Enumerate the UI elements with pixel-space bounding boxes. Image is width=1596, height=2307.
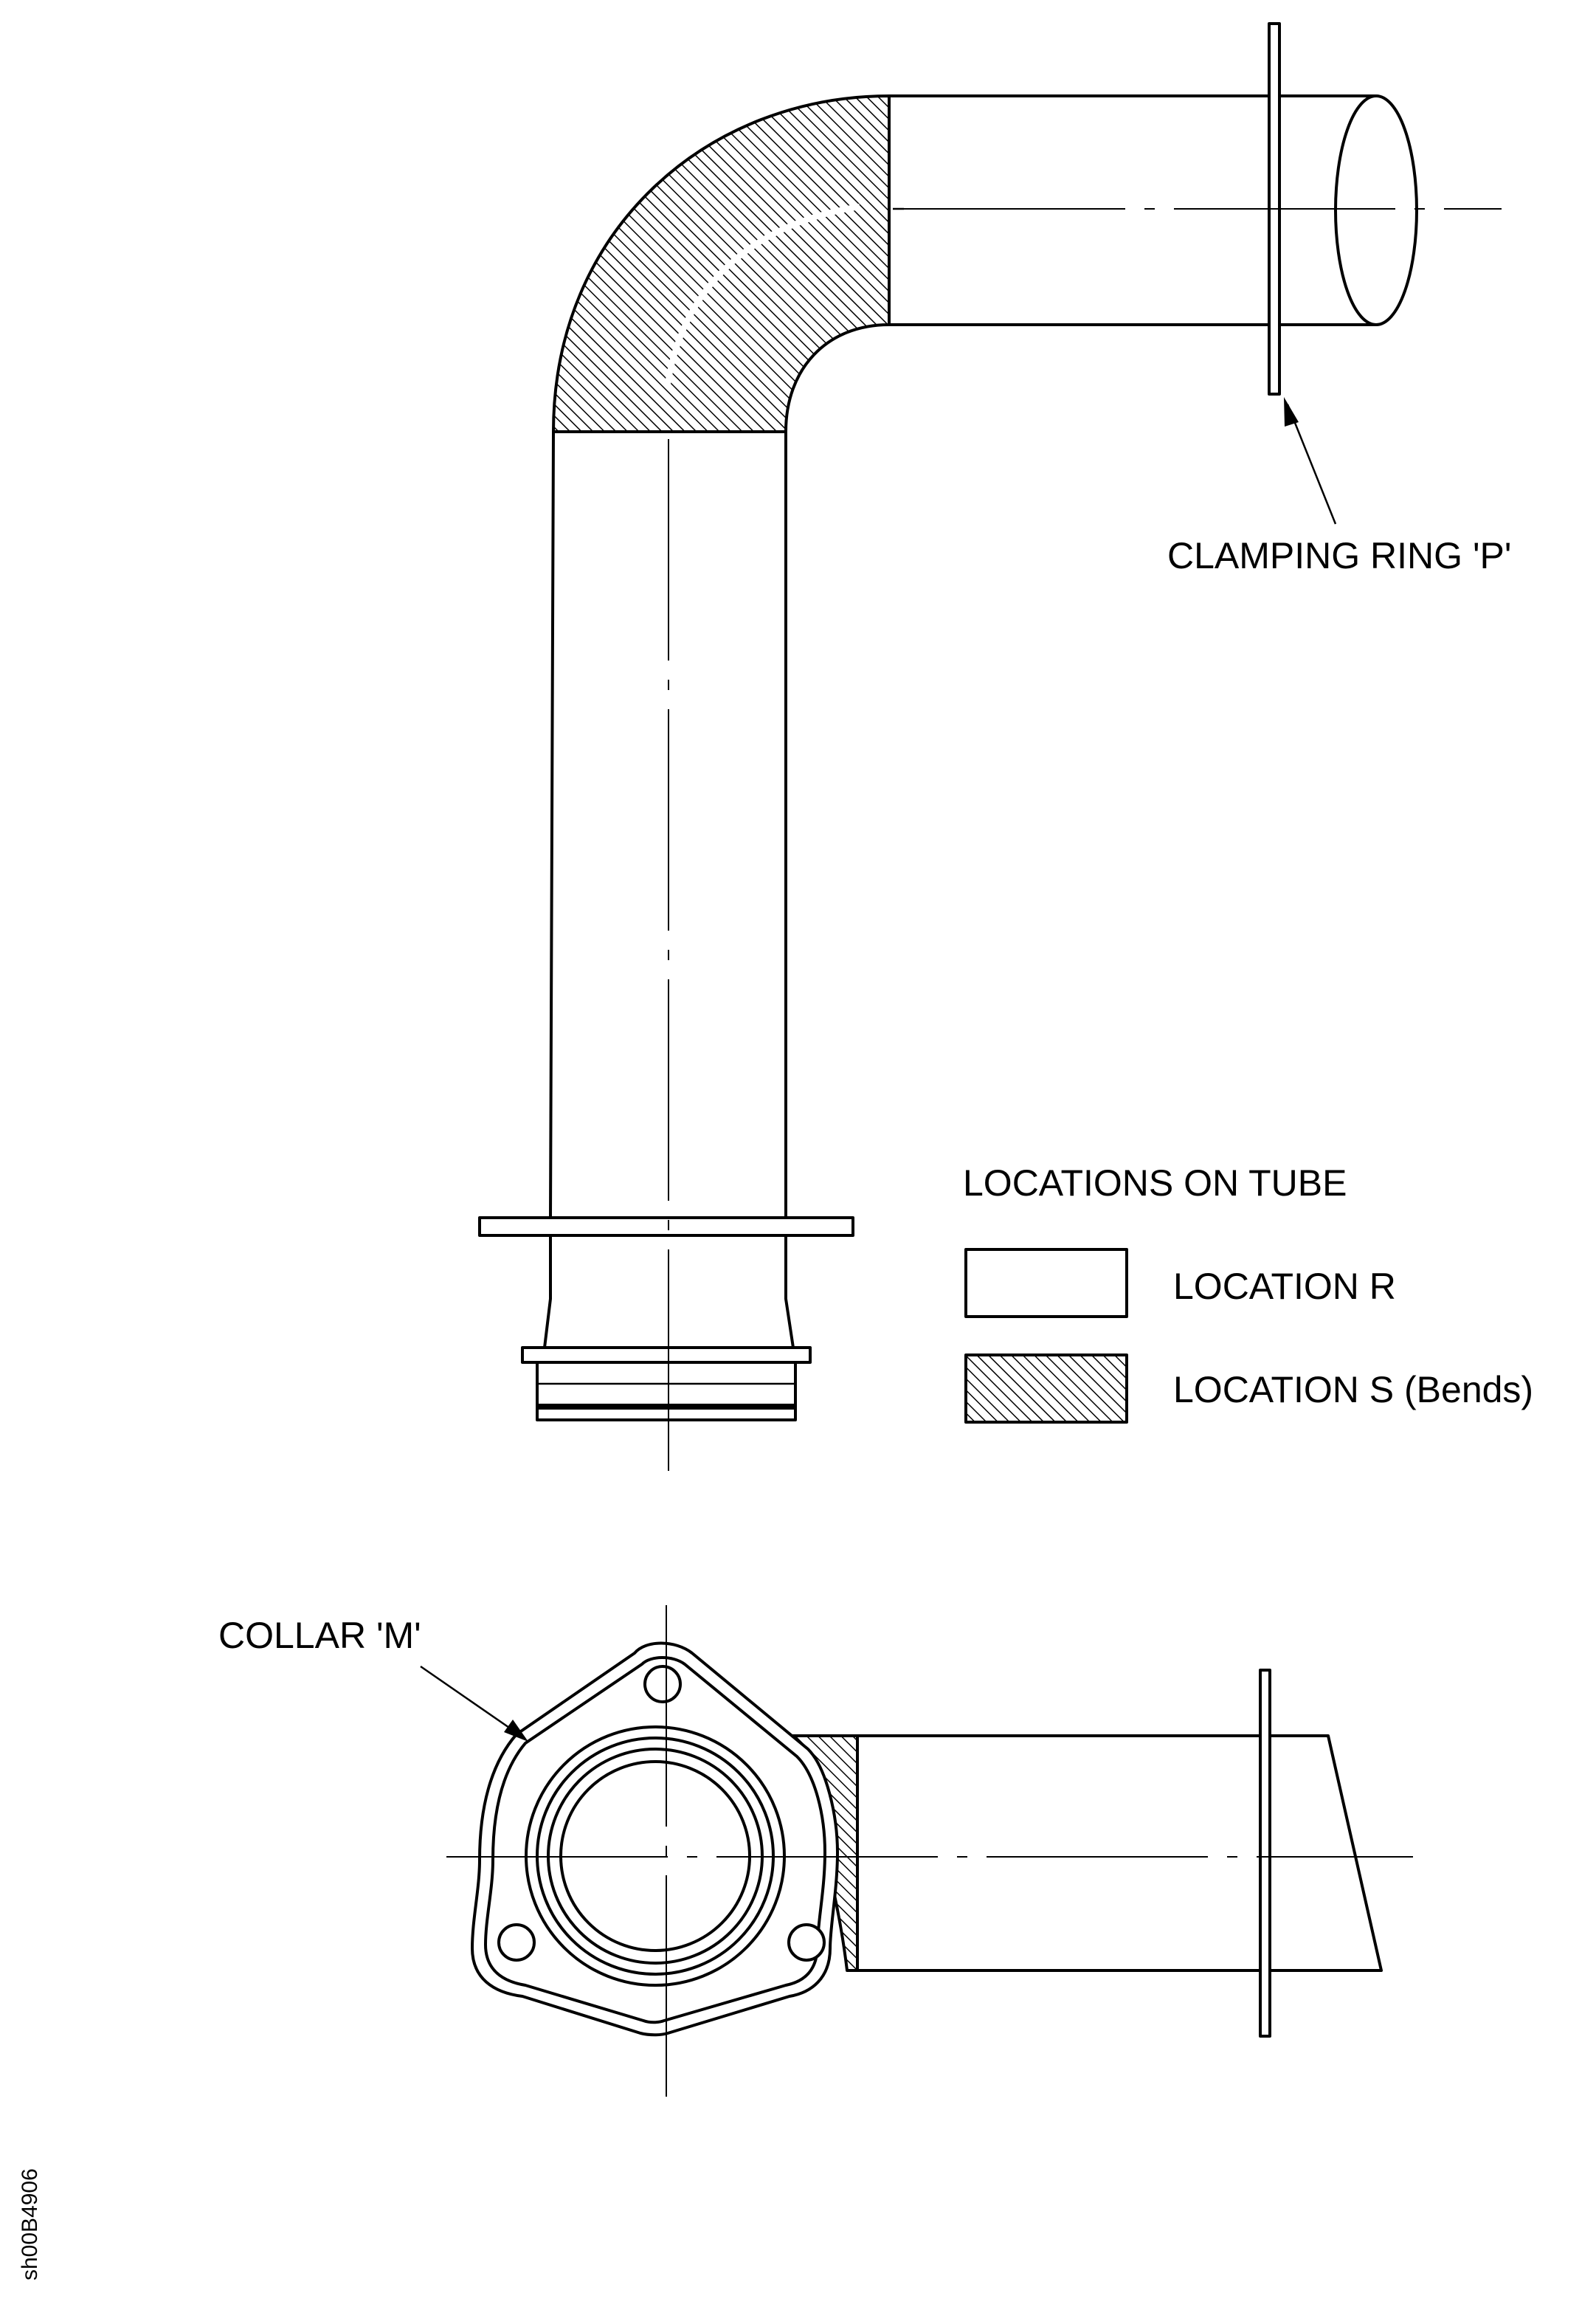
collar-m-outline xyxy=(471,1641,839,2037)
horizontal-tube-section xyxy=(888,94,1378,326)
legend-title: LOCATIONS ON TUBE xyxy=(963,1162,1347,1204)
tube-end-opening xyxy=(1334,94,1418,326)
legend-label-s: LOCATION S (Bends) xyxy=(1173,1369,1533,1410)
bottom-tube-body xyxy=(856,1734,1383,1972)
collar-leader xyxy=(420,1665,522,1737)
spigot-ring-3 xyxy=(536,1407,797,1421)
collar-flange-side xyxy=(478,1216,854,1237)
legend-swatch-s xyxy=(964,1353,1128,1424)
collar-m-inner-outline xyxy=(484,1656,826,2024)
bend-hatched xyxy=(552,94,891,433)
legend-label-r: LOCATION R xyxy=(1173,1266,1396,1307)
spigot-ring-1 xyxy=(521,1346,812,1364)
legend-swatch-r xyxy=(964,1248,1128,1318)
clamping-ring-arrowhead xyxy=(1284,397,1299,427)
bolt-hole-right xyxy=(787,1923,826,1962)
legend: LOCATIONS ON TUBE LOCATION R LOCATION S … xyxy=(963,1162,1533,1424)
collar-arrowhead xyxy=(504,1720,528,1742)
bottom-view: COLLAR 'M' xyxy=(218,1605,1413,2114)
collar-label: COLLAR 'M' xyxy=(218,1615,421,1656)
top-view: CLAMPING RING 'P' xyxy=(478,22,1511,1483)
clamping-ring-bottom xyxy=(1259,1669,1271,2038)
clamping-ring-leader xyxy=(1286,404,1337,525)
drawing-reference: sh00B4906 xyxy=(18,2168,42,2280)
clamping-ring-label: CLAMPING RING 'P' xyxy=(1167,535,1511,576)
bolt-hole-left xyxy=(497,1923,536,1962)
tube-neck xyxy=(543,1234,795,1349)
bend-highlight xyxy=(665,204,860,384)
vertical-tube-section xyxy=(549,430,787,1219)
bolt-hole-top xyxy=(643,1665,682,1703)
